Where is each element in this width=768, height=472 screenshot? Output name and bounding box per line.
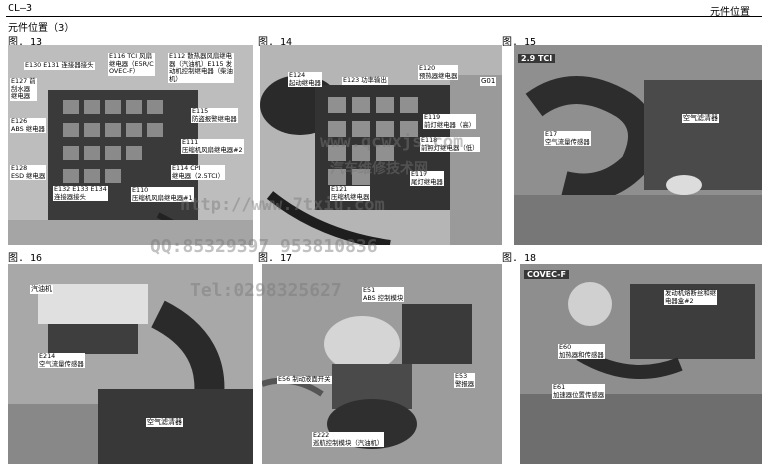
fig-16-callout-e214: E214 空气流量传感器 [38, 352, 85, 369]
doc-code: CL—3 [8, 3, 33, 14]
fig-13-callout-e110: E110 压缩机风扇继电器#1 [131, 186, 194, 203]
fig-13-callout-e112: E112 散热器风扇继电 器（汽油机）E115 发 动机控制继电器（柴油 机） [168, 52, 234, 84]
fig-17-callout-e53: E53 警报器 [454, 372, 476, 389]
fig-14-callout-g01: G01 [480, 77, 497, 86]
fig-13-photo: E130 E131 连接器接头 E116 TCI 风扇 继电器（E5R/C OV… [8, 45, 253, 245]
fig-15-engine-tag: 2.9 TCI [518, 54, 556, 63]
fig-18-callout-fusebox2: 发动机熔断丝和继 电器盒#2 [664, 289, 718, 306]
fig-15-photo: 2.9 TCI 空气滤清器 E17 空气流量传感器 [514, 45, 762, 245]
header-rule [6, 16, 762, 17]
fig-16-callout-air-filter: 空气滤清器 [146, 418, 183, 427]
watermark-name: 汽车维修技术网 [330, 161, 428, 177]
fig-13-callout-e111: E111 压缩机风扇继电器#2 [181, 138, 244, 155]
fig-18-engine-tag: COVEC-F [524, 270, 569, 279]
fig-16-callout-gasoline: 汽油机 [30, 285, 53, 294]
fig-13-callout-e114: E114 CPI 继电器（2.5TCI） [171, 164, 225, 181]
fig-18-label: 图. 18 [502, 253, 537, 264]
fig-15-callout-air-filter: 空气滤清器 [682, 114, 719, 123]
fig-17-callout-e56: E56 制动液面开关 [277, 375, 332, 384]
fig-18-callout-e60: E60 加热器和传感器 [558, 343, 605, 360]
fig-16-photo: 汽油机 E214 空气流量传感器 空气滤清器 [8, 264, 253, 464]
fig-15-label: 图. 15 [502, 37, 537, 48]
header-title: 元件位置 [710, 7, 750, 18]
fig-13-callout-e130: E130 E131 连接器接头 [24, 61, 95, 70]
fig-14-callout-e120: E120 预热器继电器 [418, 64, 459, 81]
fig-18-photo: COVEC-F 发动机熔断丝和继 电器盒#2 E60 加热器和传感器 E61 加… [520, 264, 762, 464]
fig-14-label: 图. 14 [258, 37, 293, 48]
fig-17-label: 图. 17 [258, 253, 293, 264]
watermark-site: www.qcwxjs.com [320, 132, 464, 152]
fig-17-callout-e51: E51 ABS 控制模块 [362, 286, 405, 303]
watermark-qq: QQ:85329397 953810836 [150, 236, 378, 257]
fig-17-photo: E51 ABS 控制模块 E56 制动液面开关 E53 警报器 E222 巡航控… [262, 264, 502, 464]
fig-13-callout-e132: E132 E133 E134 连接器接头 [53, 185, 108, 202]
fig-14-callout-e123: E123 功率输出 [342, 76, 388, 85]
fig-18-engine-drawing [520, 264, 762, 464]
watermark-tel: Tel:0298325627 [190, 280, 342, 301]
fig-17-callout-e222: E222 巡航控制模块（汽油机） [312, 431, 385, 448]
fig-13-callout-e115: E115 防盗报警继电器 [191, 107, 238, 124]
watermark-url: http://www.7txiu.com [180, 195, 385, 215]
fig-14-callout-e121: E121 压缩机继电器 [330, 185, 371, 202]
fig-14-photo: E124 起动继电器 E123 功率输出 E120 预热器继电器 G01 E11… [260, 45, 502, 245]
fig-18-callout-e61: E61 加速器位置传感器 [552, 383, 606, 400]
fig-14-callout-e118: E118 前照灯继电器（低） [420, 136, 480, 153]
fig-16-label: 图. 16 [8, 253, 43, 264]
fig-14-callout-e117: E117 尾灯继电器 [410, 170, 444, 187]
fig-13-callout-e127: E127 前 刮水器 继电器 [10, 77, 37, 101]
fig-15-callout-e17: E17 空气流量传感器 [544, 130, 591, 147]
fig-13-callout-e128: E128 ESD 继电器 [10, 164, 47, 181]
fig-13-callout-e116: E116 TCI 风扇 继电器（E5R/C OVEC-F） [108, 52, 155, 76]
fig-14-callout-e124: E124 起动继电器 [288, 71, 322, 88]
section-title: 元件位置（3） [8, 23, 75, 34]
fig-13-callout-e126: E126 ABS 继电器 [10, 117, 46, 134]
fig-14-callout-e119: E119 前灯继电器（高） [423, 113, 477, 130]
fig-13-label: 图. 13 [8, 37, 43, 48]
page-header: CL—3 元件位置 [0, 0, 768, 18]
